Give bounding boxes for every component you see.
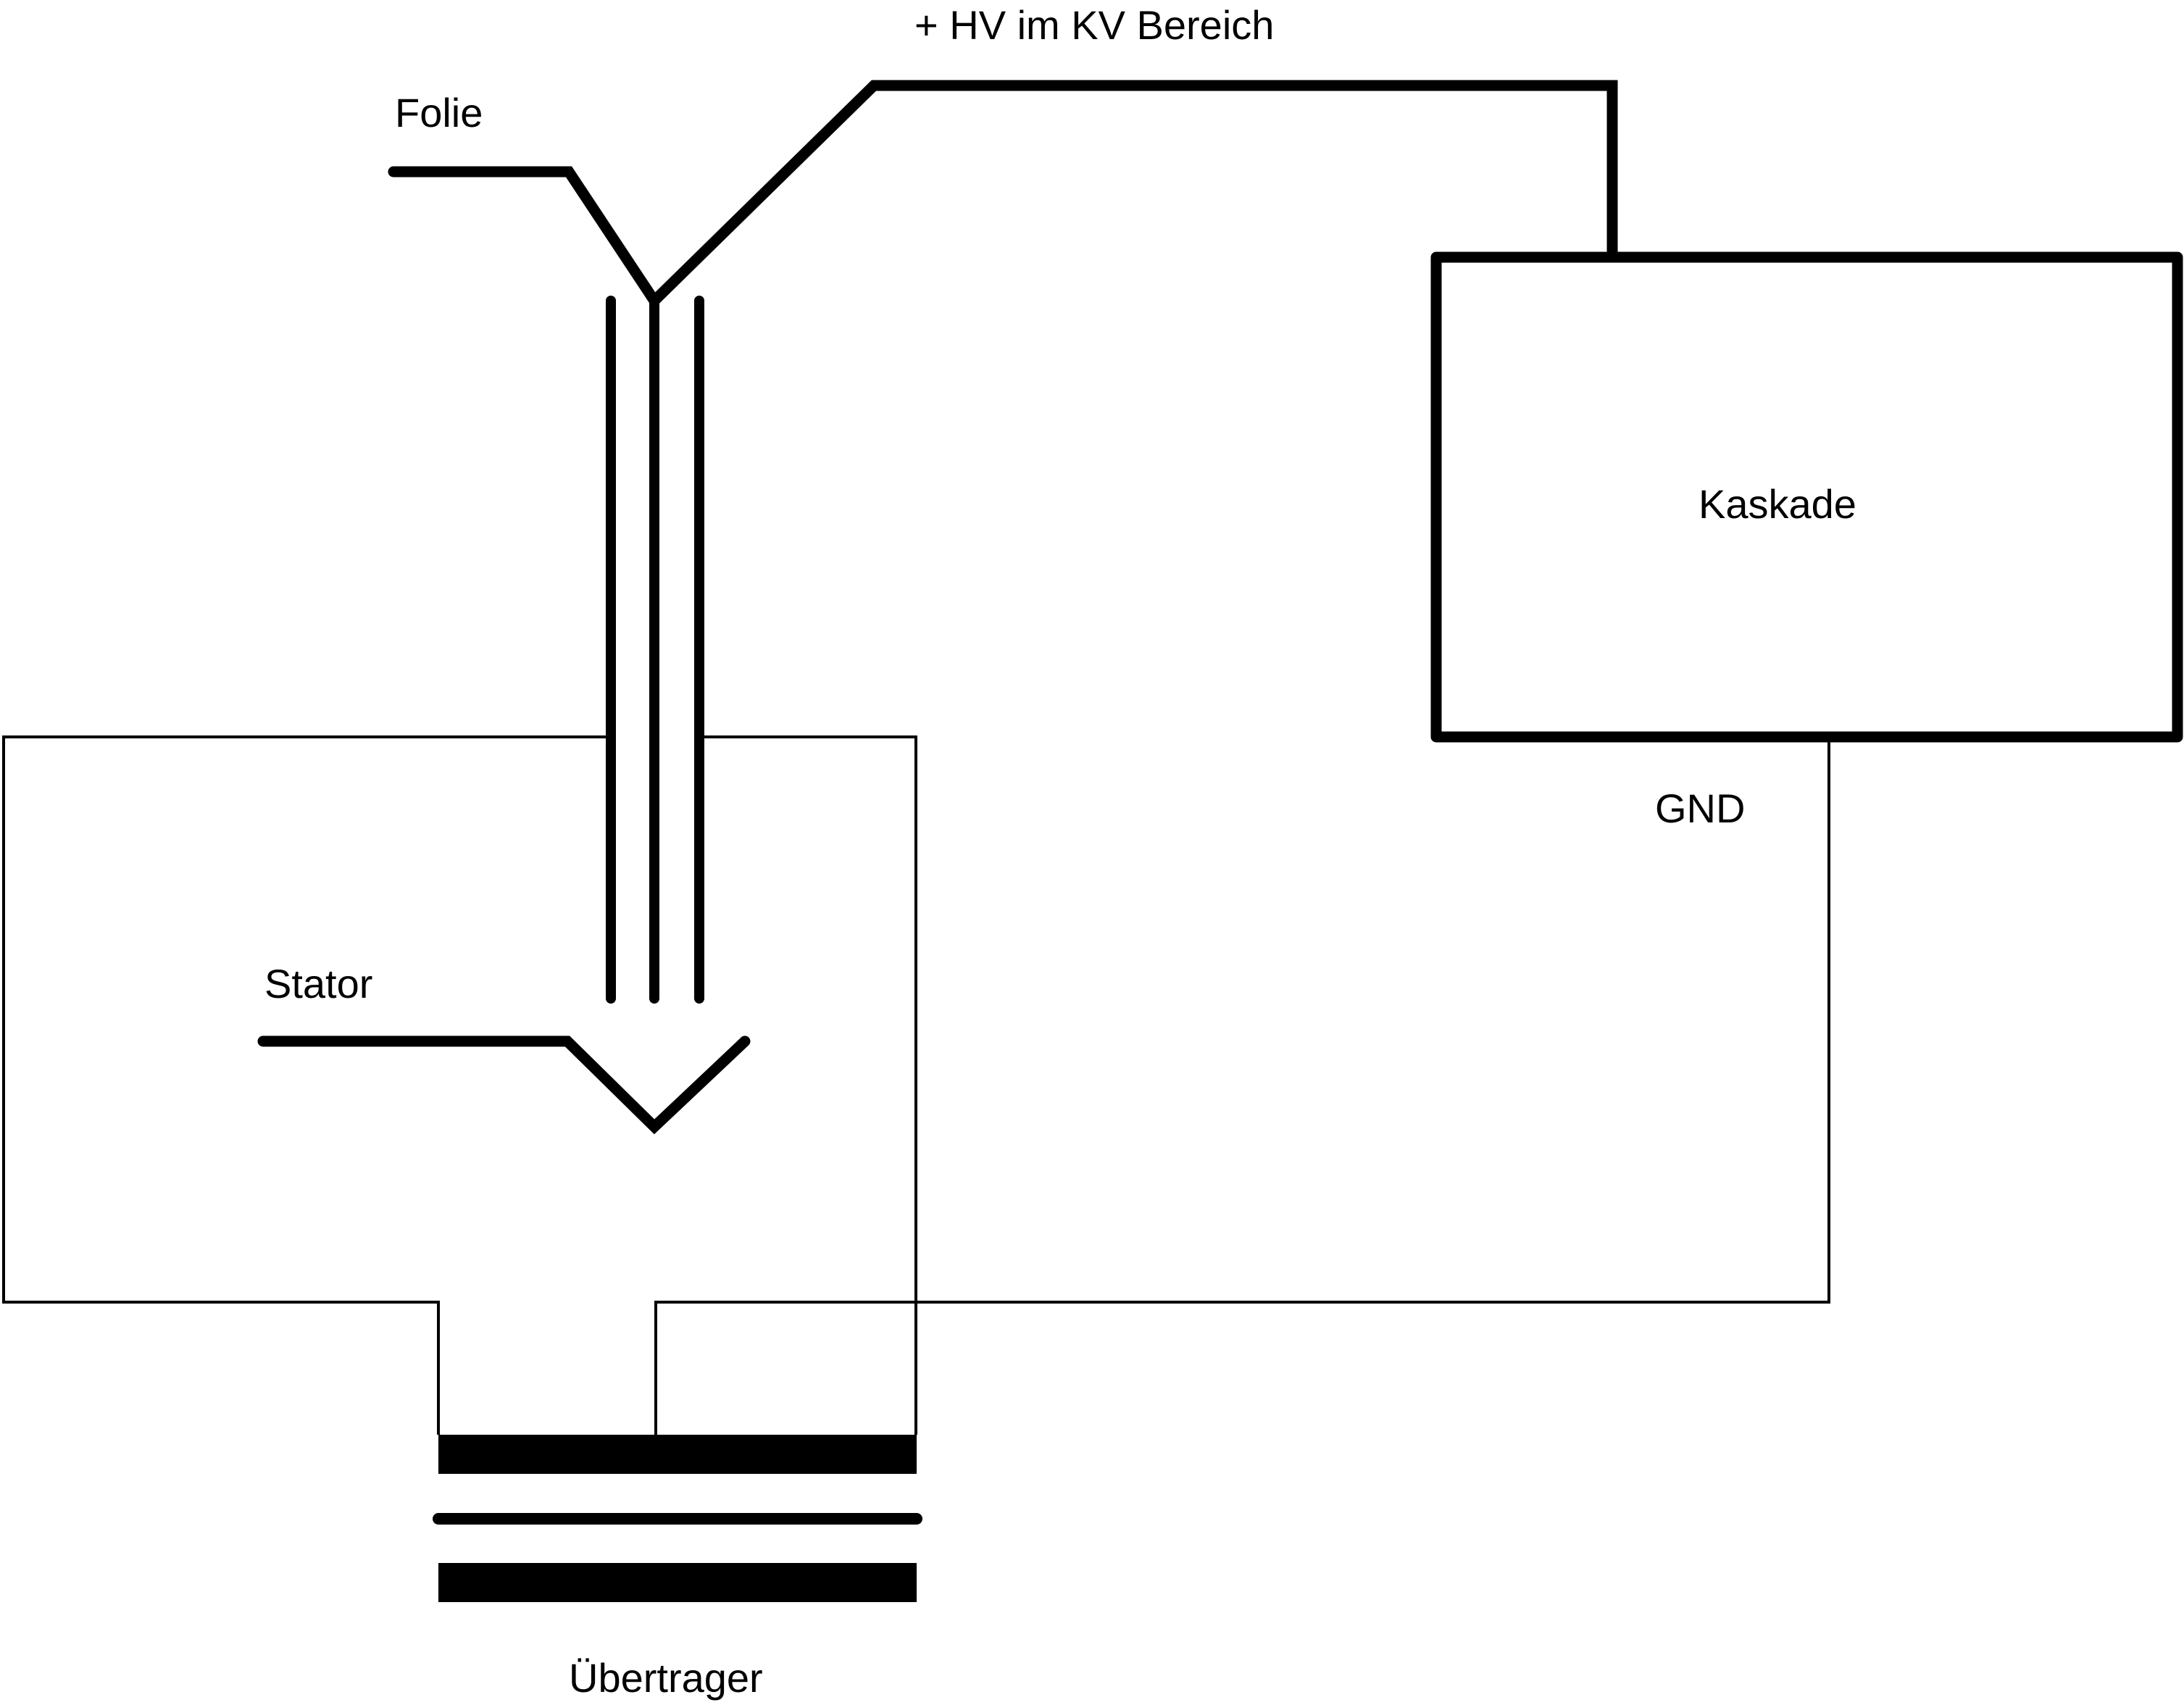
folie-hv-wire [388, 80, 1618, 309]
kaskade-box [1430, 251, 2183, 743]
folie-label: Folie [395, 90, 483, 136]
uebertrager-label: Übertrager [569, 1655, 763, 1701]
transformer-winding-top [438, 1435, 917, 1474]
hv-label: + HV im KV Bereich [914, 2, 1274, 48]
ground-wire [654, 737, 1830, 1435]
stator-label: Stator [264, 961, 372, 1006]
kaskade-label: Kaskade [1699, 481, 1856, 527]
housing-frame-right [699, 735, 917, 1435]
gnd-label: GND [1655, 785, 1745, 831]
transformer-winding-bottom [438, 1563, 917, 1602]
housing-frame [2, 735, 611, 1435]
stator-electrode [257, 1035, 751, 1135]
